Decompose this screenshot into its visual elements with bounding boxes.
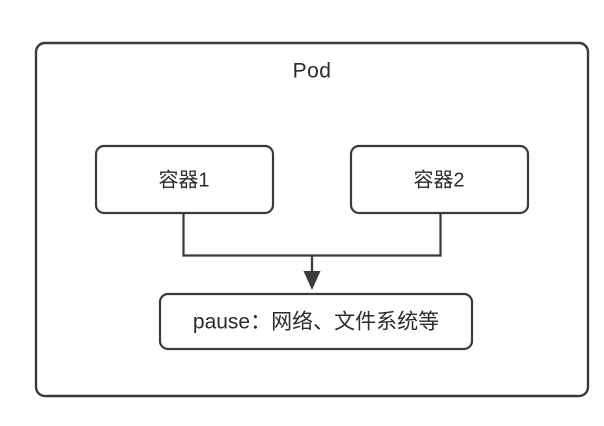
container-2-label: 容器2 — [413, 168, 464, 191]
arrow-down-icon — [303, 271, 321, 290]
pause-box — [158, 292, 474, 351]
container-1-label: 容器1 — [158, 168, 209, 191]
pod-title-label: Pod — [293, 60, 332, 83]
pause-label: pause：网络、文件系统等 — [193, 311, 439, 334]
